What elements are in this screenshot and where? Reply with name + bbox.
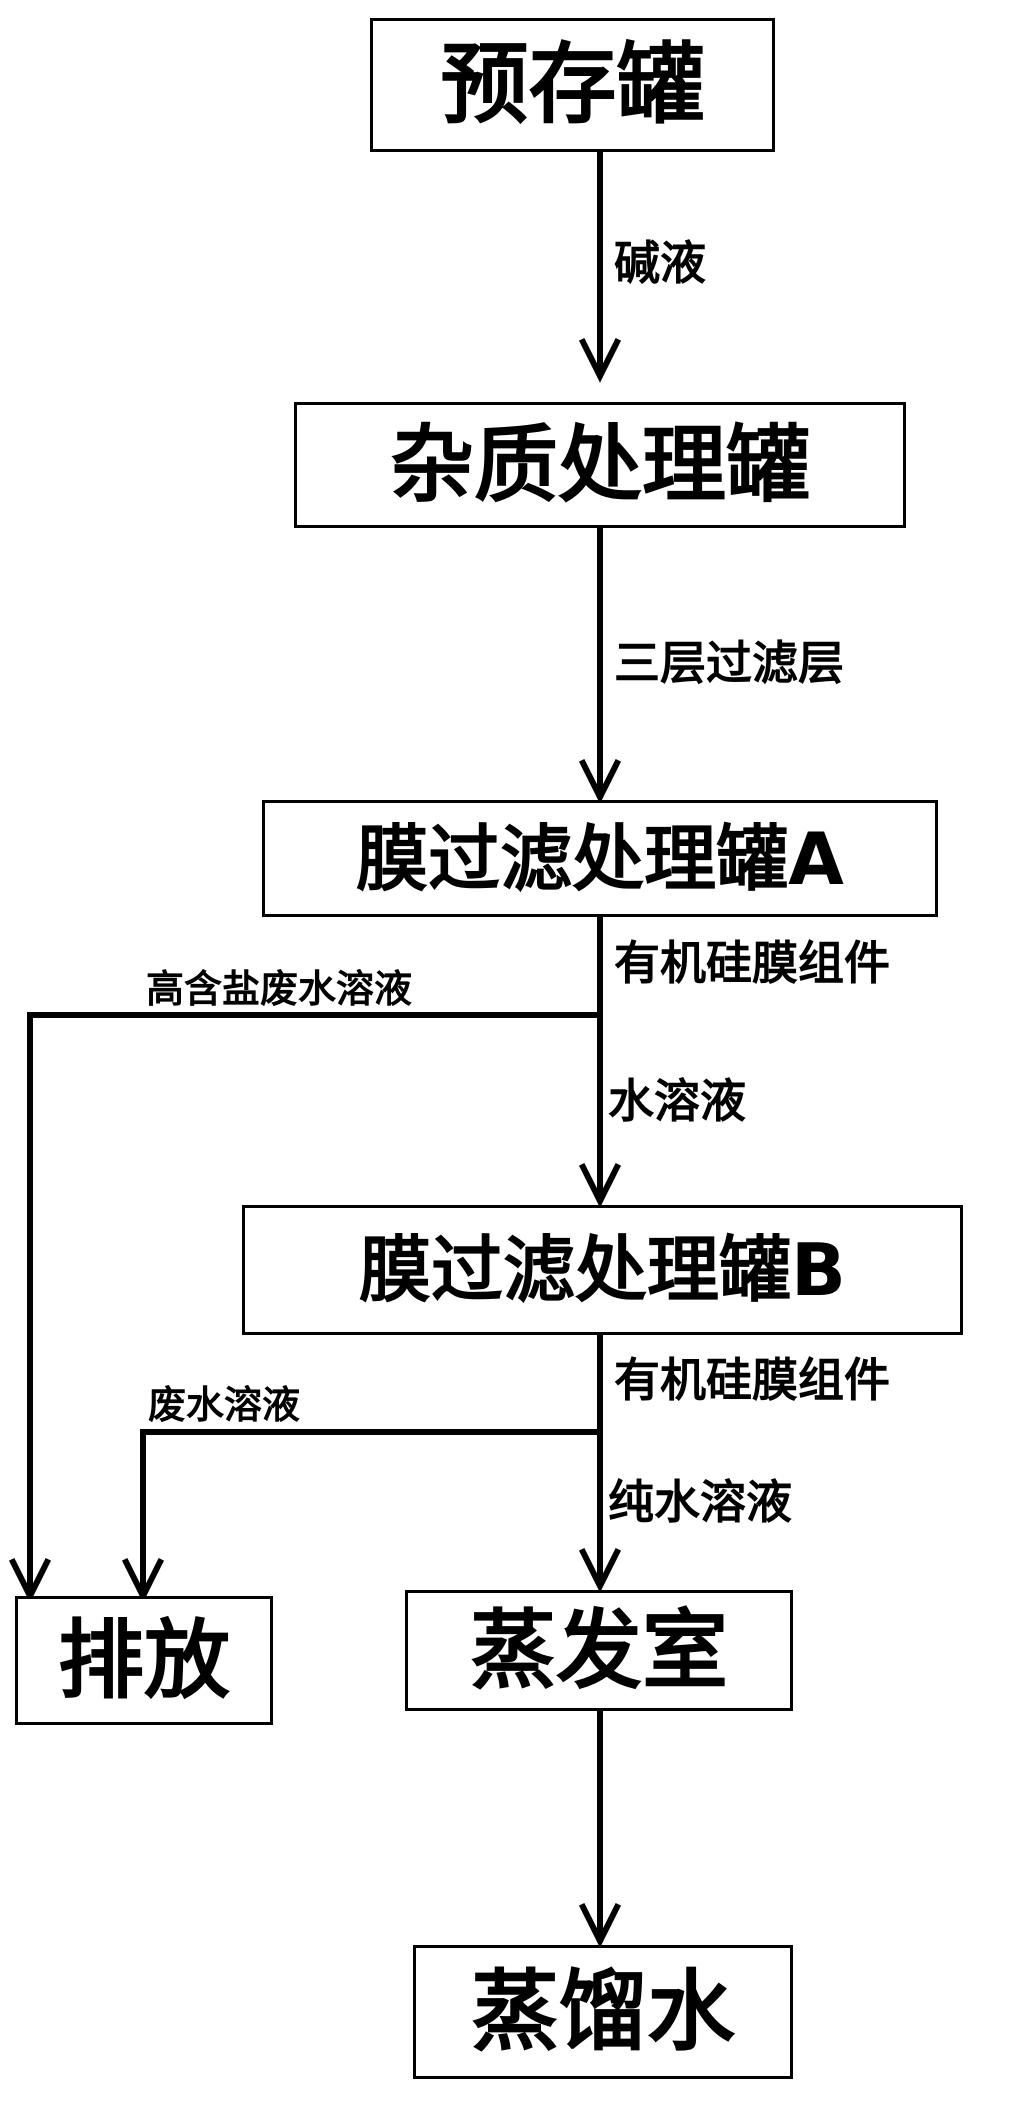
label-pure-water-solution: 纯水溶液	[608, 1475, 792, 1529]
branch-high-salt-to-discharge	[27, 1012, 603, 1595]
branch-wastewater-to-discharge	[140, 1429, 603, 1595]
label-high-salt-wastewater: 高含盐废水溶液	[146, 967, 413, 1011]
arrowhead-membrane-a	[578, 758, 622, 804]
impurity-tank-box: 杂质处理罐	[294, 402, 906, 528]
evaporation-room-box: 蒸发室	[405, 1590, 793, 1711]
pre-storage-tank-box: 预存罐	[370, 18, 775, 152]
arrowhead-membrane-b	[578, 1162, 622, 1208]
arrowhead-distilled	[578, 1902, 622, 1948]
label-alkali-liquid: 碱液	[614, 236, 706, 290]
arrowhead-impurity	[578, 337, 622, 383]
distilled-water-box: 蒸馏水	[413, 1945, 793, 2079]
label-three-layer-filter: 三层过滤层	[614, 636, 844, 690]
label-wastewater-solution: 废水溶液	[148, 1383, 301, 1427]
label-aqueous-solution: 水溶液	[608, 1074, 746, 1128]
membrane-tank-b-box: 膜过滤处理罐B	[242, 1205, 963, 1335]
label-organosilicon-membrane-b: 有机硅膜组件	[614, 1353, 890, 1407]
arrowhead-evaporation	[578, 1547, 622, 1593]
discharge-box: 排放	[15, 1596, 273, 1725]
membrane-tank-a-box: 膜过滤处理罐A	[262, 800, 938, 917]
label-organosilicon-membrane-a: 有机硅膜组件	[614, 936, 890, 990]
